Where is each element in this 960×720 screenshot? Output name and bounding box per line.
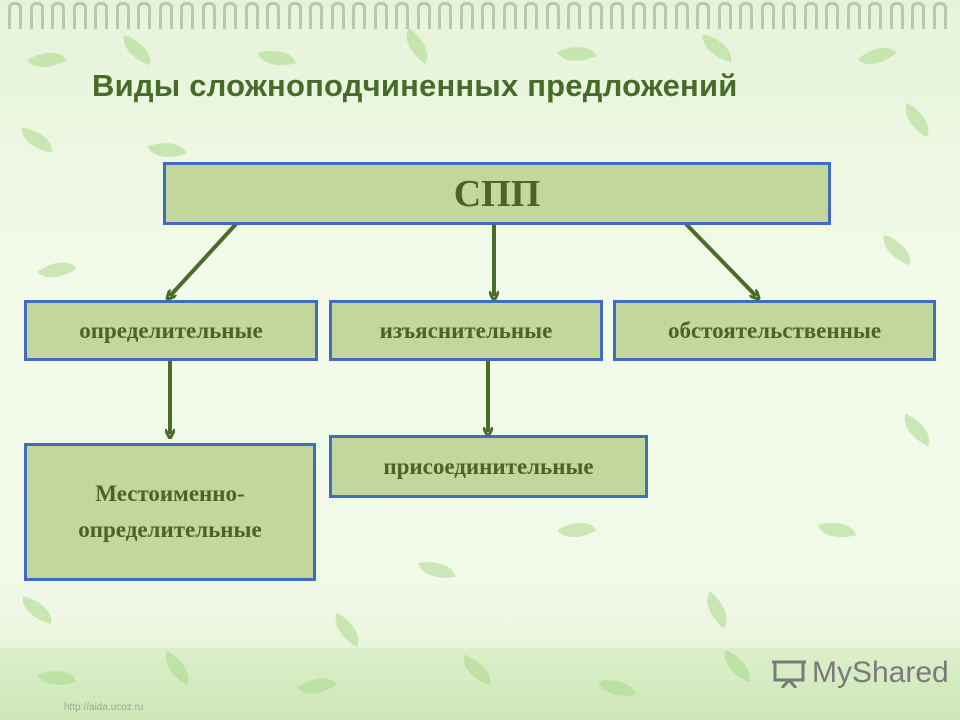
arrow-root-right: [684, 222, 756, 296]
ring-icon: [524, 2, 538, 29]
ring-icon: [631, 2, 646, 29]
ring-icon: [911, 2, 925, 29]
ring-icon: [180, 2, 194, 29]
ring-icon: [266, 2, 280, 29]
node-explanatory: изъяснительные: [329, 300, 603, 361]
ring-icon: [287, 2, 302, 29]
bottom-strip: [0, 648, 960, 720]
ring-icon: [868, 2, 882, 29]
ring-icon: [717, 2, 732, 29]
node-connective: присоединительные: [329, 435, 648, 498]
ring-icon: [395, 2, 409, 29]
ring-icon: [8, 2, 22, 29]
ring-icon: [459, 2, 474, 29]
ring-icon: [438, 2, 452, 29]
node-pronominal-definitive-label: Местоименно- определительные: [78, 481, 262, 542]
ring-icon: [846, 2, 861, 29]
node-pronominal-definitive: Местоименно- определительные: [24, 443, 316, 581]
source-url: http://aida.ucoz.ru: [64, 702, 144, 713]
ring-icon: [309, 2, 323, 29]
ring-icon: [352, 2, 366, 29]
notebook-rings: [0, 0, 960, 36]
ring-icon: [782, 2, 796, 29]
ring-icon: [696, 2, 710, 29]
node-connective-label: присоединительные: [383, 453, 594, 479]
node-explanatory-label: изъяснительные: [379, 317, 553, 343]
ring-icon: [567, 2, 581, 29]
ring-icon: [545, 2, 560, 29]
ring-icon: [760, 2, 775, 29]
ring-icon: [481, 2, 495, 29]
ring-icon: [115, 2, 130, 29]
ring-icon: [674, 2, 689, 29]
node-definitive: определительные: [24, 300, 318, 361]
ring-icon: [94, 2, 108, 29]
node-adverbial: обстоятельственные: [613, 300, 936, 361]
ring-icon: [932, 2, 947, 29]
ring-icon: [653, 2, 667, 29]
ring-icon: [29, 2, 44, 29]
ring-icon: [201, 2, 216, 29]
ring-icon: [610, 2, 624, 29]
ring-icon: [72, 2, 87, 29]
ring-icon: [373, 2, 388, 29]
arrow-root-left: [170, 222, 238, 296]
ring-icon: [51, 2, 65, 29]
page-title: Виды сложноподчиненных предложений: [92, 68, 738, 103]
ring-icon: [158, 2, 173, 29]
node-adverbial-label: обстоятельственные: [667, 317, 882, 343]
ring-icon: [889, 2, 904, 29]
ring-icon: [588, 2, 603, 29]
root-node: СПП: [163, 162, 831, 225]
ring-icon: [739, 2, 753, 29]
logo-text: MyShared: [812, 656, 949, 689]
presentation-icon: [772, 660, 806, 688]
ring-icon: [244, 2, 259, 29]
ring-icon: [137, 2, 151, 29]
node-definitive-label: определительные: [79, 317, 263, 343]
myshared-logo: MyShared: [772, 656, 949, 690]
ring-icon: [416, 2, 431, 29]
ring-icon: [223, 2, 237, 29]
ring-icon: [825, 2, 839, 29]
ring-icon: [502, 2, 517, 29]
ring-icon: [803, 2, 818, 29]
ring-icon: [330, 2, 345, 29]
root-label: СПП: [453, 172, 541, 215]
